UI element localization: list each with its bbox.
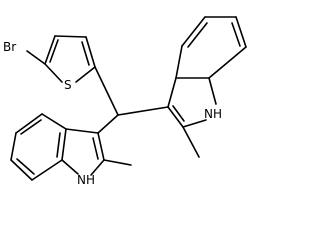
bond-upper-c4-c5: [181, 16, 206, 47]
bond-upper-c7-c7a: [208, 46, 247, 79]
bond-lower-c2-methyl: [103, 159, 132, 166]
bond-thiophene-c4-c3: [54, 35, 87, 38]
bond-lower-c2-n1: [90, 159, 105, 176]
bond-upper-c3a-c4: [175, 45, 183, 79]
bond-upper-c2-c3: [167, 106, 184, 128]
atom-label-br: Br: [3, 40, 16, 54]
bond-upper-c7a-n1: [208, 77, 217, 105]
bond-lower-c3a-c3: [65, 128, 99, 134]
bond-br-c5: [26, 50, 46, 65]
bond-lower-c7a-c3a: [61, 128, 67, 161]
bond-upper-c6-c7-inner: [231, 22, 241, 47]
bond-lower-c3a-c4: [41, 113, 67, 130]
atom-label-nh-top: NH: [204, 107, 222, 121]
bond-upper-c4-c5-inner: [187, 22, 208, 48]
bond-upper-c2-methyl: [182, 126, 200, 158]
bond-ch-upper-c3: [117, 106, 169, 116]
bond-lower-c6-c7-inner: [16, 158, 35, 175]
bond-thiophene-c3-c2: [85, 36, 96, 68]
bond-lower-c4-c5: [15, 113, 43, 134]
bond-lower-c7-c7a: [31, 159, 63, 181]
bond-thiophene-c5-c4: [44, 35, 56, 65]
bond-lower-n1-c7a: [61, 159, 79, 175]
bond-upper-c6-c7: [235, 16, 247, 48]
atom-label-s: S: [64, 78, 72, 92]
bond-ch-lower-c3: [97, 114, 119, 134]
bond-lower-c5-c6: [10, 132, 17, 161]
bond-thiophene-c2-s: [75, 66, 96, 83]
bond-thiophene-c3-c2-inner: [81, 41, 90, 66]
bond-thiophene-s-c5: [44, 63, 63, 83]
bond-upper-c2-c3-inner: [172, 105, 185, 122]
bond-thiophene-ch: [94, 66, 119, 116]
bond-lower-c7a-c3a-inner: [56, 132, 61, 158]
bond-upper-c3-c3a: [167, 77, 177, 108]
bond-thiophene-c5-c4-inner: [49, 39, 59, 63]
bond-lower-c3-c2: [97, 132, 105, 161]
bond-lower-c6-c7: [10, 159, 33, 181]
bond-upper-n1-c2: [182, 119, 207, 128]
atom-label-nh-bottom: NH: [77, 173, 95, 187]
bond-lower-c4-c5-inner: [20, 119, 42, 135]
bonds: [10, 16, 247, 181]
atom-labels: Br S NH NH: [3, 40, 222, 187]
molecule-structure: Br S NH NH: [3, 16, 247, 187]
bond-lower-c3-c2-inner: [92, 137, 99, 160]
